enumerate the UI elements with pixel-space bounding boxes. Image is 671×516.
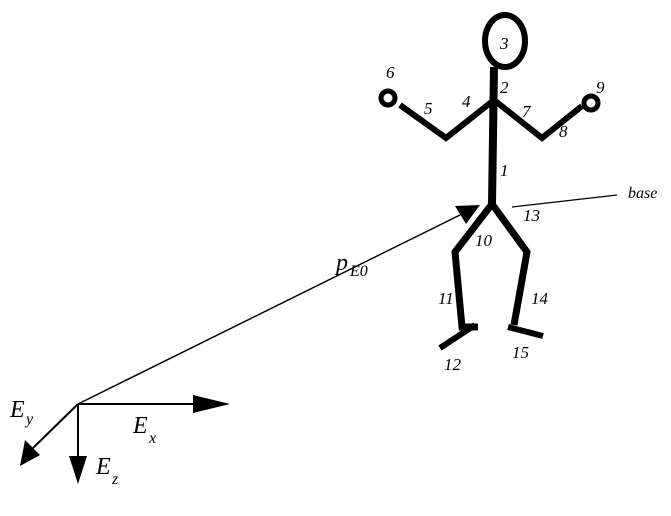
z-axis-arrowhead: [69, 456, 87, 484]
segment-labels: 1 2 3 4 5 6 7 8 9 10 11 12 13 14 15: [386, 34, 605, 374]
torso: [488, 66, 498, 205]
position-vector-symbol: p: [334, 250, 348, 276]
left-arm: [398, 97, 496, 142]
right-hand: [581, 93, 601, 113]
segment-label-2: 2: [500, 78, 509, 97]
y-axis-arrowhead: [20, 440, 40, 466]
left-leg: [451, 201, 495, 331]
position-vector-line: [77, 213, 463, 405]
z-axis-label: E z: [95, 454, 119, 488]
position-vector-subscript: E0: [349, 263, 368, 280]
x-axis-symbol: E: [132, 413, 148, 439]
segment-label-15: 15: [512, 343, 529, 362]
left-foot: [438, 322, 477, 351]
segment-label-8: 8: [559, 122, 568, 141]
y-axis-subscript: y: [24, 411, 34, 428]
segment-label-5: 5: [424, 99, 433, 118]
segment-label-3: 3: [499, 34, 509, 53]
x-axis-arrowhead: [193, 395, 230, 413]
segment-label-7: 7: [522, 102, 532, 121]
x-axis-label: E x: [132, 413, 156, 447]
y-axis-line: [32, 403, 79, 449]
stick-figure: [378, 12, 601, 351]
segment-label-14: 14: [531, 289, 549, 308]
segment-label-4: 4: [462, 92, 471, 111]
segment-label-9: 9: [596, 78, 605, 97]
segment-label-1: 1: [500, 161, 509, 180]
right-foot: [507, 324, 544, 339]
base-label: base: [628, 185, 657, 202]
position-vector: [77, 205, 480, 405]
right-arm: [492, 97, 584, 142]
left-hand: [378, 88, 398, 108]
y-axis-symbol: E: [9, 397, 25, 423]
position-vector-arrowhead: [455, 205, 480, 224]
y-axis-label: E y: [9, 397, 34, 428]
z-axis-symbol: E: [95, 454, 111, 480]
inertial-frame: [20, 395, 230, 484]
x-axis-subscript: x: [148, 430, 156, 447]
segment-label-10: 10: [475, 231, 493, 250]
position-vector-label: p E0: [334, 250, 368, 280]
right-leg: [489, 201, 531, 326]
segment-label-6: 6: [386, 63, 395, 82]
base-pointer-line: [511, 194, 618, 208]
z-axis-subscript: z: [111, 471, 119, 488]
segment-label-13: 13: [523, 206, 540, 225]
segment-label-12: 12: [444, 355, 462, 374]
head: [482, 12, 528, 70]
segment-label-11: 11: [438, 289, 454, 308]
